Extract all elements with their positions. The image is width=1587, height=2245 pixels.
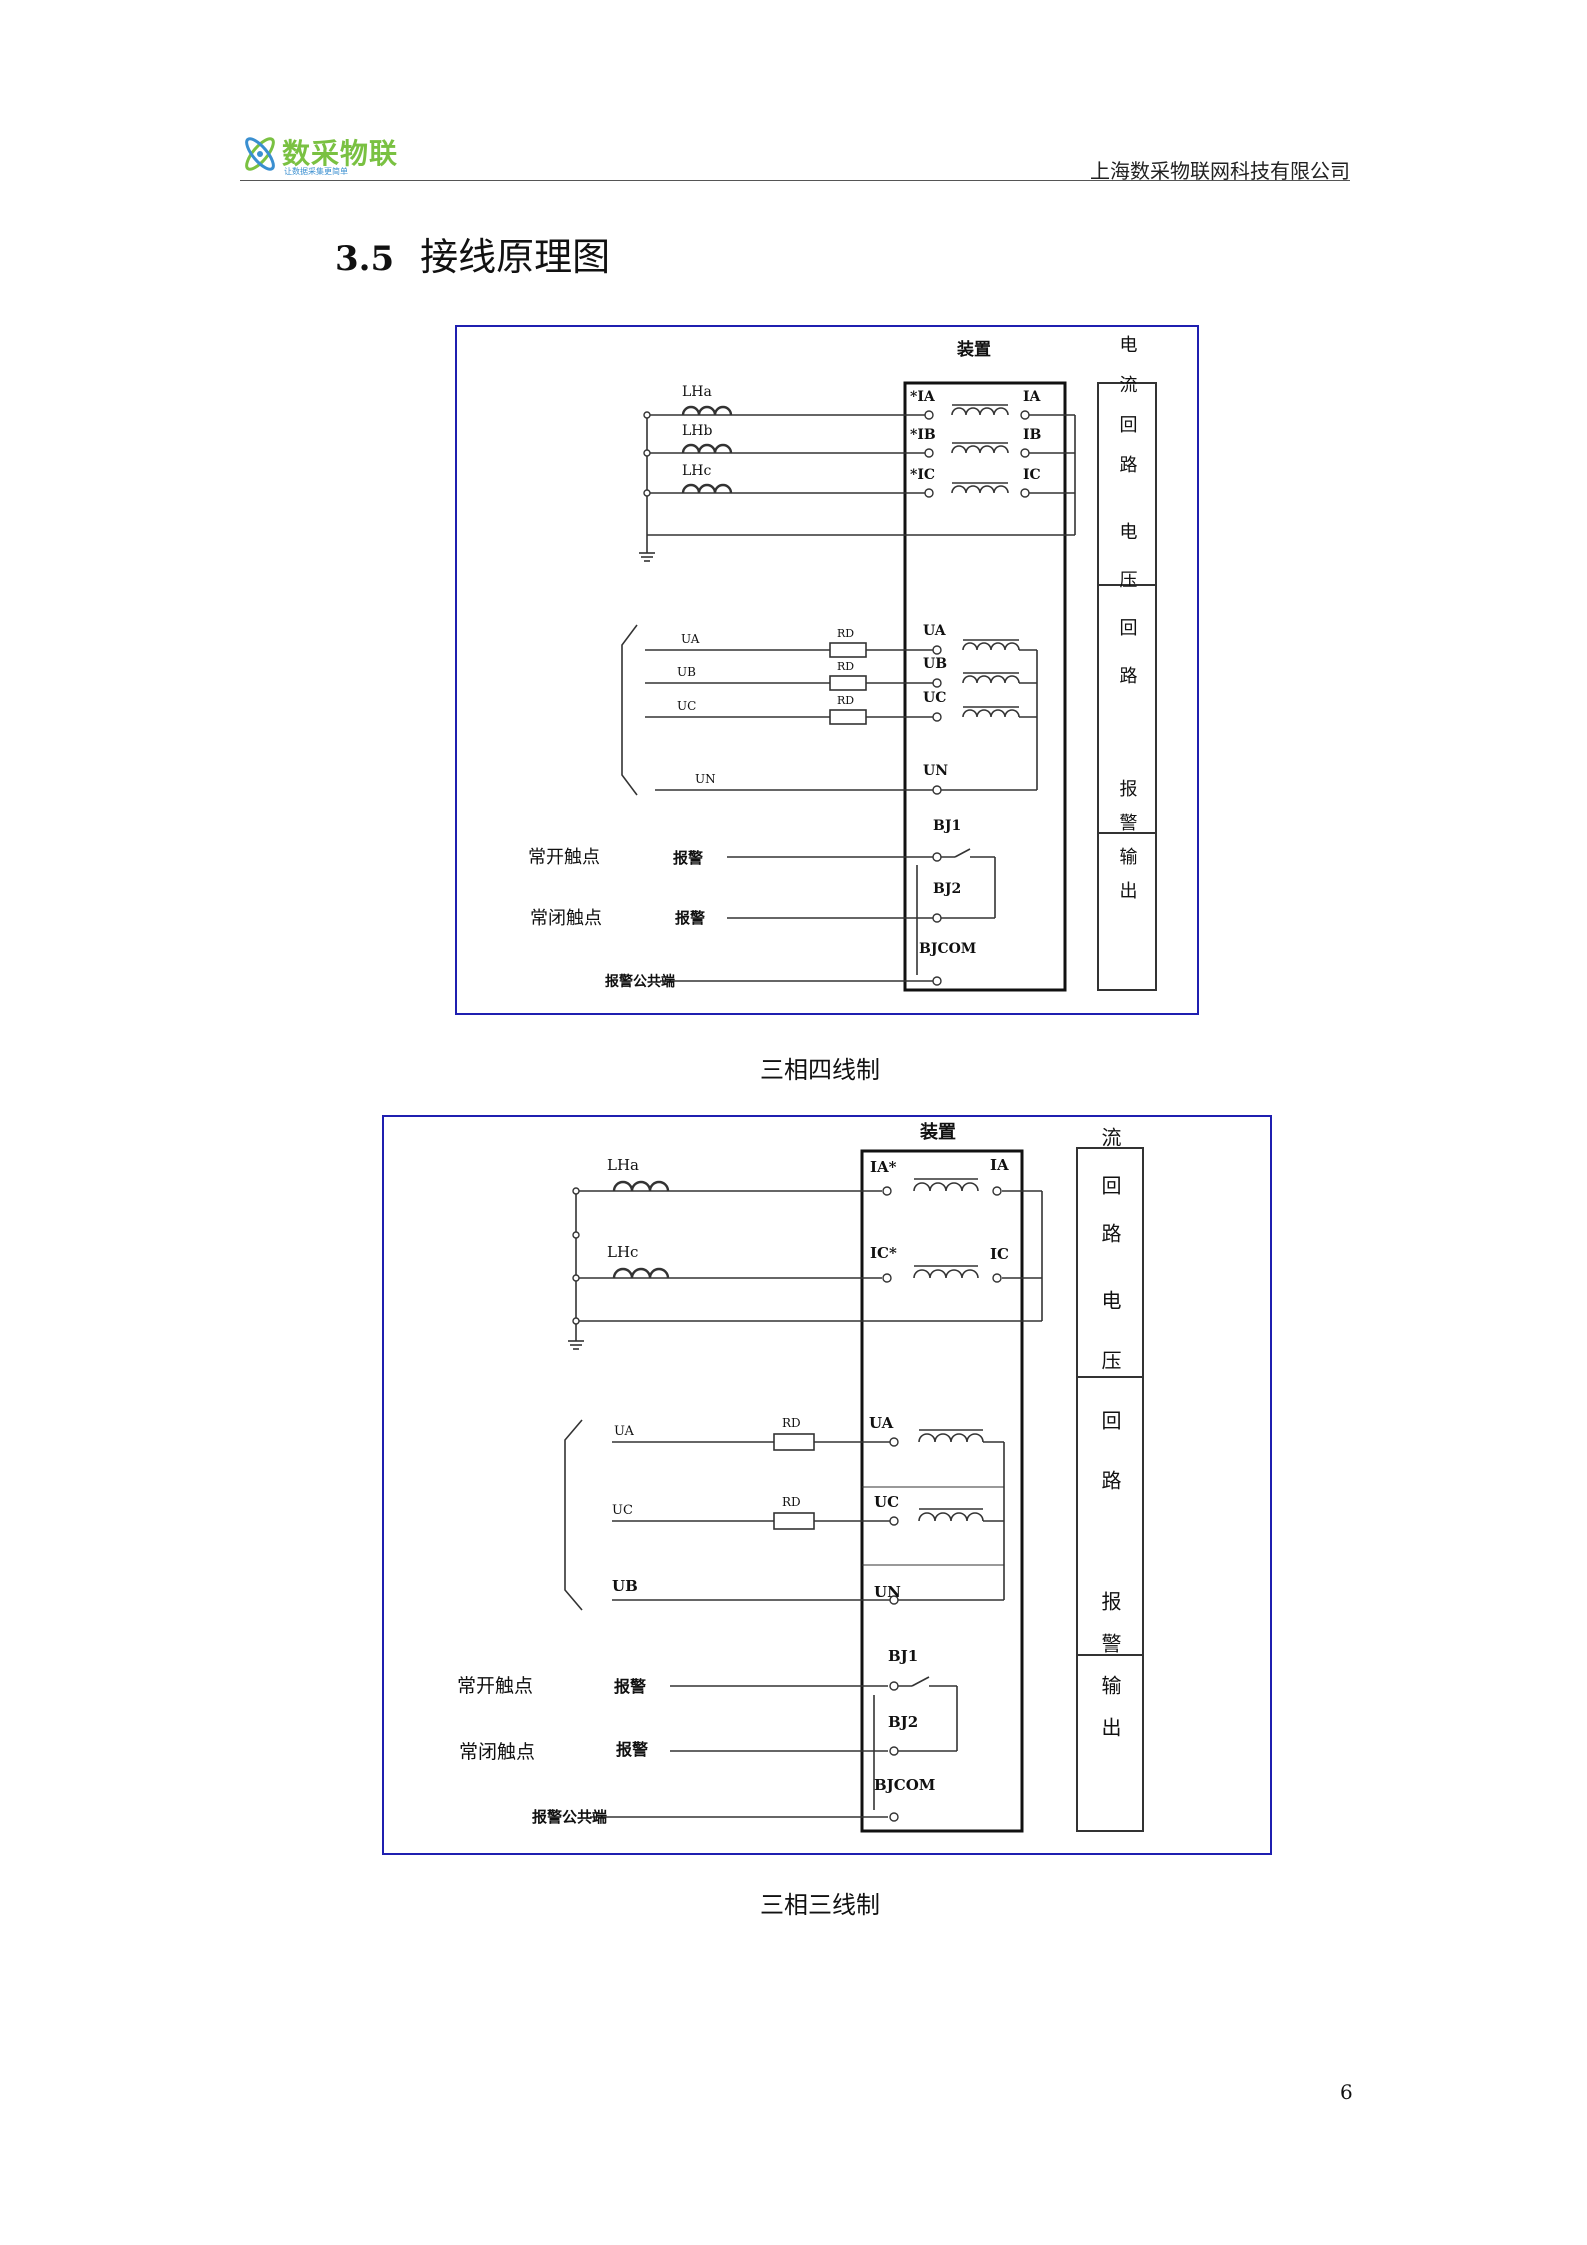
- sidebar-frame: [1097, 382, 1157, 991]
- sidebar-text: 电流回路: [1098, 1115, 1122, 1271]
- company-name: 上海数采物联网科技有限公司: [1090, 159, 1350, 183]
- logo-text: 数采物联: [282, 137, 399, 170]
- ct-label: LHc: [607, 1243, 638, 1261]
- terminal-label: IA*: [870, 1158, 897, 1176]
- device-label: 装置: [956, 339, 991, 360]
- sidebar-text: 电压回路: [1117, 522, 1138, 714]
- contact-label: 常开触点: [528, 847, 600, 868]
- line-label: UC: [612, 1503, 633, 1518]
- diagram-caption: 三相三线制: [760, 1891, 880, 1919]
- resistor-label: RD: [782, 1495, 801, 1509]
- sidebar-text: 电压回路: [1098, 1290, 1122, 1530]
- wiring-diagram-4wire: 装置 LHa LHb LHc *IA IA *IB IB *IC IC UA U…: [455, 325, 1199, 1015]
- line-label: UN: [695, 772, 716, 786]
- line-label: UC: [677, 699, 696, 713]
- terminal-label: UC: [923, 690, 946, 706]
- terminal-label: BJCOM: [874, 1776, 935, 1794]
- terminal-label: UN: [874, 1583, 901, 1601]
- sidebar-text: 电流回路: [1117, 335, 1138, 495]
- device-label: 装置: [920, 1121, 956, 1143]
- alarm-label: 报警: [614, 1677, 646, 1696]
- alarm-label: 报警: [673, 849, 703, 867]
- ct-label: LHb: [682, 423, 713, 439]
- ct-label: LHc: [682, 463, 712, 479]
- terminal-label: IC*: [870, 1244, 897, 1262]
- terminal-label: BJ1: [933, 818, 961, 834]
- wiring-diagram-3wire: 装置 LHa LHc IA* IA IC* IC UA UC UB RD RD …: [382, 1115, 1272, 1855]
- alarm-common-label: 报警公共端: [532, 1808, 607, 1826]
- resistor-label: RD: [837, 627, 854, 640]
- terminal-label: UA: [869, 1414, 894, 1432]
- ct-label: LHa: [607, 1156, 639, 1174]
- terminal-label: IB: [1023, 427, 1042, 443]
- logo-tagline: 让数据采集更简单: [284, 167, 348, 176]
- ct-label: LHa: [682, 384, 712, 400]
- line-label: UB: [677, 665, 696, 679]
- line-label: UA: [681, 632, 700, 646]
- contact-label: 常闭触点: [459, 1741, 535, 1763]
- diagram-caption: 三相四线制: [760, 1056, 880, 1084]
- terminal-label: *IB: [910, 427, 936, 443]
- alarm-label: 报警: [616, 1740, 648, 1759]
- terminal-label: IA: [990, 1156, 1009, 1174]
- terminal-label: BJ1: [888, 1647, 918, 1665]
- terminal-label: UA: [923, 623, 947, 639]
- contact-label: 常开触点: [457, 1675, 533, 1697]
- atom-logo-icon: [245, 137, 275, 171]
- sidebar-text: 报警输出: [1098, 1591, 1122, 1759]
- diagram-frame: [455, 325, 1199, 1015]
- terminal-label: BJ2: [888, 1713, 918, 1731]
- contact-label: 常闭触点: [530, 908, 602, 929]
- terminal-label: IA: [1023, 389, 1042, 405]
- terminal-label: BJCOM: [919, 941, 976, 957]
- line-label: UA: [614, 1424, 635, 1439]
- section-heading: 接线原理图: [420, 235, 611, 279]
- alarm-common-label: 报警公共端: [605, 973, 675, 990]
- page-number: 6: [1340, 2080, 1353, 2104]
- device-box: [860, 1149, 1024, 1833]
- terminal-label: BJ2: [933, 881, 961, 897]
- resistor-label: RD: [837, 660, 854, 673]
- line-label: UB: [612, 1577, 638, 1595]
- diagram-frame: [382, 1115, 1272, 1855]
- terminal-label: UN: [923, 763, 948, 779]
- terminal-label: UB: [923, 656, 947, 672]
- terminal-label: IC: [990, 1245, 1009, 1263]
- terminal-label: UC: [874, 1493, 899, 1511]
- terminal-label: IC: [1023, 467, 1041, 483]
- terminal-label: *IA: [910, 389, 936, 405]
- resistor-label: RD: [837, 694, 854, 707]
- terminal-label: *IC: [910, 467, 935, 483]
- header-rule: [240, 180, 1350, 181]
- section-number: 3.5: [335, 239, 395, 279]
- sidebar-text: 报警输出: [1117, 779, 1138, 915]
- section-title: 3.5 接线原理图: [335, 226, 610, 281]
- sidebar-frame: [1076, 1147, 1144, 1832]
- company-logo: 数采物联 让数据采集更简单: [240, 130, 400, 180]
- device-box: [903, 381, 1067, 992]
- alarm-label: 报警: [675, 909, 705, 927]
- resistor-label: RD: [782, 1416, 801, 1430]
